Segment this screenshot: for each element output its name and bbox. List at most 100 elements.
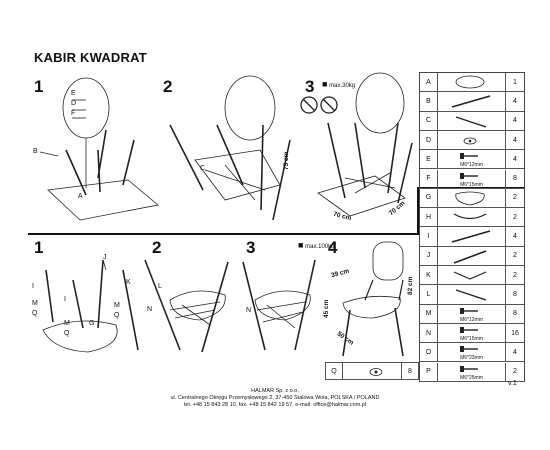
footer-company: HALMAR Sp. z o.o.: [251, 388, 299, 394]
cap-icon: [369, 368, 383, 376]
part-quantity: 2: [505, 208, 524, 227]
part-quantity: 8: [505, 285, 524, 304]
part-letter: F: [420, 169, 438, 188]
extra-part-qty: 8: [401, 363, 418, 379]
chair-part-label-m: M: [32, 300, 38, 307]
part-letter: D: [420, 130, 438, 150]
leg-icon: [451, 230, 491, 244]
part-letter: A: [420, 73, 438, 92]
chair-step-4-illustration: [342, 241, 404, 357]
screw-icon: [460, 307, 478, 314]
part-letter: G: [420, 188, 438, 208]
part-letter: P: [420, 362, 438, 381]
seat-shape: [42, 320, 118, 353]
chair-part-label-i-2: I: [64, 296, 66, 303]
chair-part-label-i: I: [32, 283, 34, 290]
part-quantity: 4: [505, 227, 524, 246]
weight-icon: ■: [322, 79, 328, 89]
document-title: KABIR KWADRAT: [34, 50, 147, 65]
part-quantity: 8: [505, 169, 524, 188]
parts-table-row: O M6*23mm 4: [420, 343, 524, 363]
part-quantity: 8: [505, 304, 524, 323]
detail-magnifier-circle: [224, 75, 276, 141]
table-part-label-c: C: [200, 165, 206, 172]
table-step-3-illustration: [317, 72, 413, 217]
chair-weight-limit: ■ max.100kg: [298, 240, 334, 250]
part-letter: K: [420, 266, 438, 285]
chair-part-label-q-3: Q: [114, 312, 120, 319]
chair-step-1-number: 1: [34, 238, 44, 257]
part-letter: L: [420, 285, 438, 304]
part-quantity: 4: [505, 150, 524, 169]
part-quantity: 2: [505, 266, 524, 285]
tabletop-icon: [455, 75, 485, 89]
part-quantity: 4: [505, 343, 524, 362]
part-quantity: 2: [505, 246, 524, 265]
table-part-label-d: D: [71, 100, 77, 107]
chair-step-3-number: 3: [246, 238, 256, 257]
extra-part-row-q: Q 8: [325, 362, 419, 380]
part-letter: C: [420, 111, 438, 130]
chair-part-label-q-2: Q: [64, 330, 70, 337]
chair-step-2-illustration: [144, 259, 229, 353]
part-letter: I: [420, 227, 438, 246]
table-step-2-number: 2: [163, 77, 173, 96]
part-letter: N: [420, 323, 438, 343]
no-sit-icon: [320, 96, 338, 114]
seat-icon: [455, 191, 485, 206]
table-height-dimension: 75 cm: [283, 151, 290, 170]
footer-address: ul. Centralnego Okręgu Przemysłowego 2, …: [170, 395, 380, 401]
chair-part-label-n-2: N: [246, 307, 252, 314]
part-quantity: 4: [505, 130, 524, 150]
table-step-1-illustration: [39, 77, 159, 221]
chair-weight-limit-text: max.100kg: [305, 244, 335, 250]
part-letter: H: [420, 208, 438, 227]
crossbar-icon: [453, 271, 487, 280]
part-quantity: 1: [505, 73, 524, 92]
chair-step-3-illustration: [242, 259, 316, 351]
chair-step-2-number: 2: [152, 238, 162, 257]
part-size-caption: M6*23mm: [460, 355, 483, 362]
screw-icon: [460, 153, 478, 160]
backrest-shape: [372, 241, 404, 281]
chair-part-label-l: L: [158, 283, 162, 290]
table-part-label-a: A: [78, 193, 83, 200]
screw-icon: [460, 365, 478, 372]
part-quantity: 4: [505, 92, 524, 111]
chair-part-label-q: Q: [32, 310, 38, 317]
chair-part-label-m-2: M: [64, 320, 70, 327]
chair-step-4-number: 4: [328, 238, 338, 257]
no-stand-icon: [300, 96, 318, 114]
chair-seat-height-dimension: 45 cm: [323, 299, 330, 318]
table-step-3-number: 3: [305, 77, 315, 96]
back-leg-icon: [453, 249, 487, 264]
table-part-label-e: E: [71, 90, 76, 97]
chair-part-label-j: J: [103, 254, 107, 261]
chair-total-height-dimension: 82 cm: [407, 276, 414, 295]
part-quantity: 2: [505, 362, 524, 381]
backrest-icon: [453, 213, 487, 220]
chair-step-1-illustration: [42, 259, 139, 353]
table-part-label-b: B: [33, 148, 38, 155]
screw-icon: [460, 326, 478, 333]
no-sitting-warning-icons: [300, 96, 338, 114]
detail-magnifier-circle: [62, 77, 110, 139]
version-label: v.1: [508, 380, 517, 387]
screw-icon: [460, 172, 478, 179]
chair-part-label-m-3: M: [114, 302, 120, 309]
part-letter: E: [420, 150, 438, 169]
chair-part-label-n: N: [147, 306, 153, 313]
part-letter: O: [420, 343, 438, 362]
table-step-2-illustration: [169, 75, 291, 221]
